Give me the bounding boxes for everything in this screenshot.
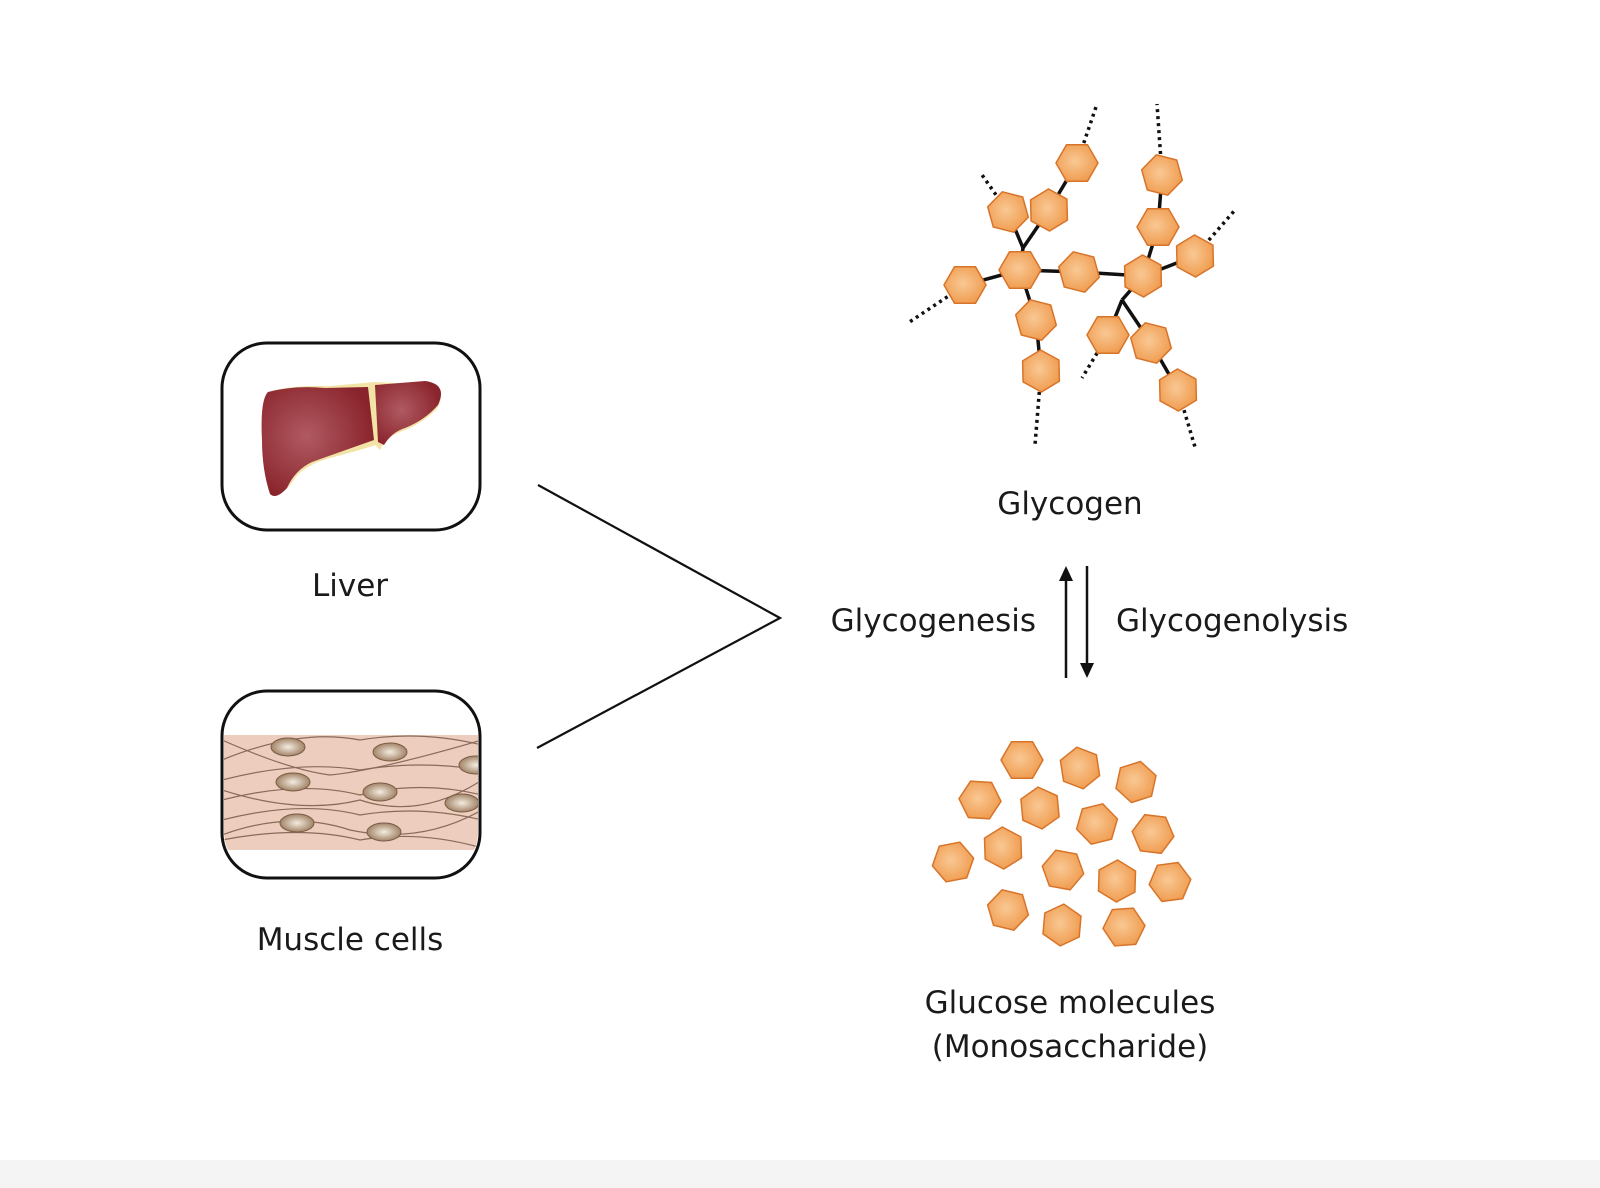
glucose-hexagon: [931, 841, 975, 883]
bottom-strip: [0, 1160, 1600, 1188]
glucose-molecules: [931, 741, 1192, 947]
glucose-hexagon: [1055, 144, 1099, 182]
cell-nucleus: [275, 772, 311, 792]
glucose-hexagon: [998, 251, 1042, 289]
glucose-hexagon: [1102, 907, 1146, 947]
chain-continuation: [1193, 208, 1237, 258]
muscle-panel: Muscle cells: [220, 689, 482, 958]
glucose-hexagon: [1042, 903, 1082, 947]
glucose-hexagon: [1129, 321, 1173, 365]
glucose-hexagon: [1097, 859, 1137, 903]
glycogenolysis-label: Glycogenolysis: [1116, 603, 1348, 639]
glucose-hexagon: [1131, 813, 1175, 855]
glucose-hexagon: [1136, 208, 1180, 246]
liver-icon: [261, 381, 442, 496]
glucose-label: Glucose molecules: [925, 985, 1216, 1021]
glucose-hexagon: [986, 888, 1030, 932]
glucose-hexagon: [943, 266, 987, 304]
glucose-hexagon: [1029, 188, 1069, 232]
glucose-hexagon: [1123, 254, 1163, 298]
muscle-cells-icon: [224, 735, 478, 850]
connector-lines: [536, 484, 783, 749]
glucose-hexagon: [1000, 741, 1044, 779]
arrow-up-icon: [1059, 566, 1073, 678]
cell-nucleus: [270, 737, 306, 757]
glucose-hexagon: [1148, 861, 1192, 903]
liver-label: Liver: [312, 568, 388, 604]
glucose-hexagon: [986, 190, 1030, 234]
glucose-hexagon: [1140, 153, 1184, 197]
chain-continuation: [1075, 103, 1099, 164]
chain-continuation: [907, 283, 966, 325]
cell-nucleus: [362, 782, 398, 802]
cell-nucleus: [372, 742, 408, 762]
glycogenesis-label: Glycogenesis: [831, 603, 1036, 639]
glucose-hexagon: [958, 780, 1002, 820]
glucose-hexagon: [1175, 234, 1215, 278]
glucose-hexagon: [1014, 298, 1058, 342]
cell-nucleus: [444, 793, 478, 813]
glucose-hexagon: [983, 826, 1023, 870]
chain-continuation: [1033, 370, 1043, 446]
glucose-hexagon: [1057, 250, 1101, 294]
cell-nucleus: [458, 755, 478, 775]
glycogen-label: Glycogen: [997, 486, 1142, 522]
arrow-down-icon: [1080, 566, 1094, 678]
glucose-hexagon: [1115, 760, 1157, 804]
cell-nucleus: [366, 822, 402, 842]
conversion-arrows: [1059, 566, 1094, 678]
chain-continuation: [1155, 103, 1164, 176]
glucose-hexagon: [1075, 802, 1119, 846]
glucose-hexagon: [1021, 349, 1061, 393]
monosaccharide-label: (Monosaccharide): [932, 1029, 1209, 1065]
muscle-label: Muscle cells: [257, 922, 444, 958]
glucose-hexagon: [1086, 316, 1130, 354]
glucose-hexagon: [1041, 849, 1085, 891]
glucose-hexagon: [1059, 746, 1101, 790]
glycogen-structure: [907, 103, 1237, 448]
liver-panel: Liver: [220, 341, 482, 604]
glucose-hexagon: [1158, 368, 1198, 412]
cell-nucleus: [279, 813, 315, 833]
glucose-hexagon: [1020, 786, 1060, 830]
